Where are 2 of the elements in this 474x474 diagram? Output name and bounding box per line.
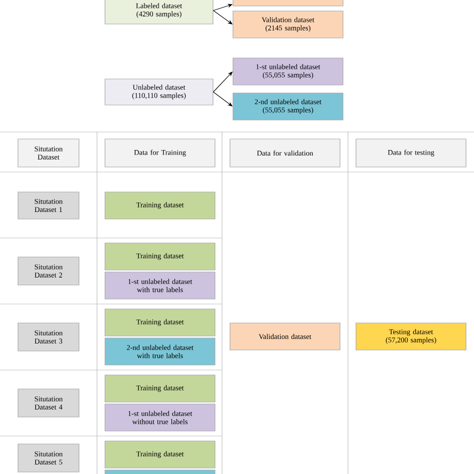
dataset-box — [104, 470, 216, 474]
dataset-box — [232, 0, 344, 6]
